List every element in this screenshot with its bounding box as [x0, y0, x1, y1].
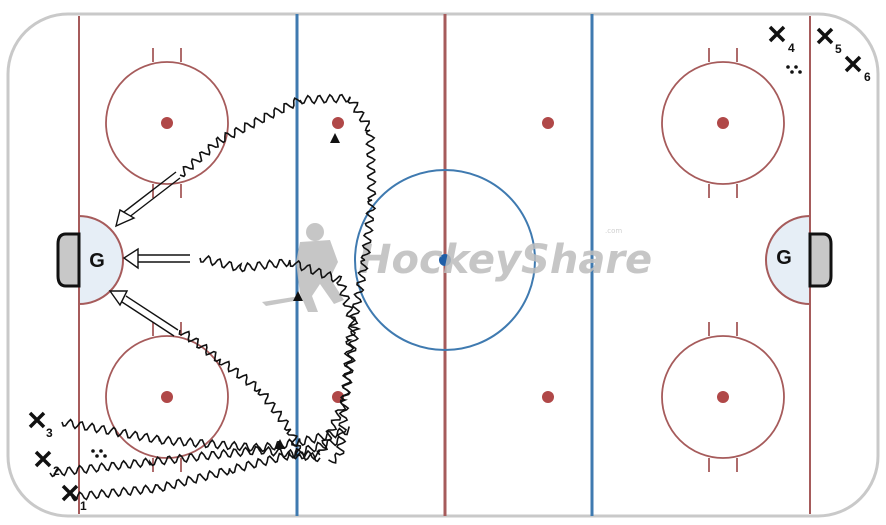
watermark: HockeyShare .com — [262, 223, 652, 312]
watermark-suffix: .com — [605, 227, 622, 235]
shot-arrow-middle — [122, 247, 190, 270]
neutral-dot-top-left — [332, 117, 344, 129]
player-number: 5 — [835, 42, 842, 56]
cone-icon-bottom — [275, 439, 285, 449]
puck-pile-icon-left — [91, 449, 107, 458]
skate-path-player-2 — [49, 445, 321, 478]
player-number: 6 — [864, 70, 871, 84]
shot-arrow-bottom — [108, 290, 179, 337]
faceoff-circle-bottom-right — [661, 322, 785, 472]
player-number: 2 — [53, 464, 60, 478]
center-faceoff-dot — [439, 254, 451, 266]
neutral-dot-top-right — [542, 117, 554, 129]
skate-path-loop-top — [179, 93, 377, 464]
left-goal-net — [56, 232, 81, 288]
skate-path-player-3 — [61, 418, 350, 453]
faceoff-dot-top-right — [717, 117, 729, 129]
player-x-icon — [34, 450, 52, 468]
center-circle — [354, 169, 536, 351]
player-x-icon — [28, 411, 46, 429]
neutral-dot-bottom-right — [542, 391, 554, 403]
faceoff-dot-top-left — [161, 117, 173, 129]
skate-path-loop-bottom — [178, 329, 321, 461]
player-number: 3 — [46, 426, 53, 440]
shot-arrows — [108, 171, 190, 337]
faceoff-dot-bottom-left — [161, 391, 173, 403]
cone-icon-top — [330, 133, 340, 143]
player-number: 4 — [788, 41, 795, 55]
player-6: 6 — [844, 55, 871, 84]
player-x-icon — [816, 27, 834, 45]
player-2: 2 — [34, 450, 60, 478]
left-goalie-label: G — [89, 250, 105, 272]
faceoff-circle-top-right — [661, 48, 785, 198]
player-1: 1 — [61, 484, 87, 513]
player-x-icon — [844, 55, 862, 73]
cone-icon-middle — [293, 291, 303, 301]
faceoff-circle-top-left — [105, 48, 229, 198]
player-x-icon — [61, 484, 79, 502]
watermark-text: HockeyShare — [358, 237, 652, 283]
player-x-icon — [768, 25, 786, 43]
faceoff-dot-bottom-right — [717, 391, 729, 403]
right-goalie-label: G — [776, 247, 792, 269]
puck-pile-icon-right — [786, 65, 802, 74]
player-4: 4 — [768, 25, 795, 55]
skater-silhouette-icon — [262, 223, 344, 312]
player-5: 5 — [816, 27, 842, 56]
player-3: 3 — [28, 411, 53, 440]
skate-path-loop-middle — [199, 254, 362, 456]
shot-arrow-top — [114, 171, 181, 228]
player-number: 1 — [80, 499, 87, 513]
left-crease — [78, 214, 124, 306]
right-crease — [765, 214, 811, 306]
skating-paths — [49, 93, 377, 502]
right-goal-net — [808, 232, 833, 288]
